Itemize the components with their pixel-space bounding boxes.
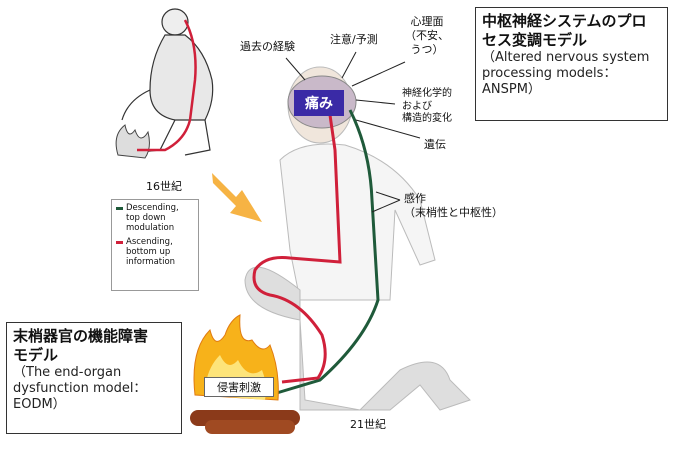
transition-arrow-icon [212,173,262,222]
label-past-experience: 過去の経験 [240,40,295,54]
label-16th-century: 16世紀 [146,180,182,194]
noxious-stimulus-label: 侵害刺激 [204,377,274,397]
legend-descending: Descending, top down modulation [116,203,194,234]
campfire [190,315,300,434]
fire-16th-century [116,125,149,158]
label-21st-century: 21世紀 [350,418,386,432]
ascending-swatch [116,241,123,244]
label-attention: 注意/予測 [330,33,378,47]
ansp-model-box: 中枢神経システムのプロ セス変調モデル （Altered nervous sys… [475,7,668,121]
eodm-model-box: 末梢器官の機能障害 モデル （The end-organ dysfunction… [6,322,182,434]
label-sensitization: 感作 （末梢性と中枢性） [404,192,503,220]
legend-ascending: Ascending, bottom up information [116,237,194,268]
label-neurochemical: 神経化学的 および 構造的変化 [402,88,452,126]
descending-swatch [116,207,123,210]
label-psychological: 心理面 （不安、 うつ） [405,15,449,56]
pathway-legend: Descending, top down modulation Ascendin… [111,199,199,291]
label-heredity: 遺伝 [424,138,446,152]
pain-label: 痛み [294,90,344,116]
